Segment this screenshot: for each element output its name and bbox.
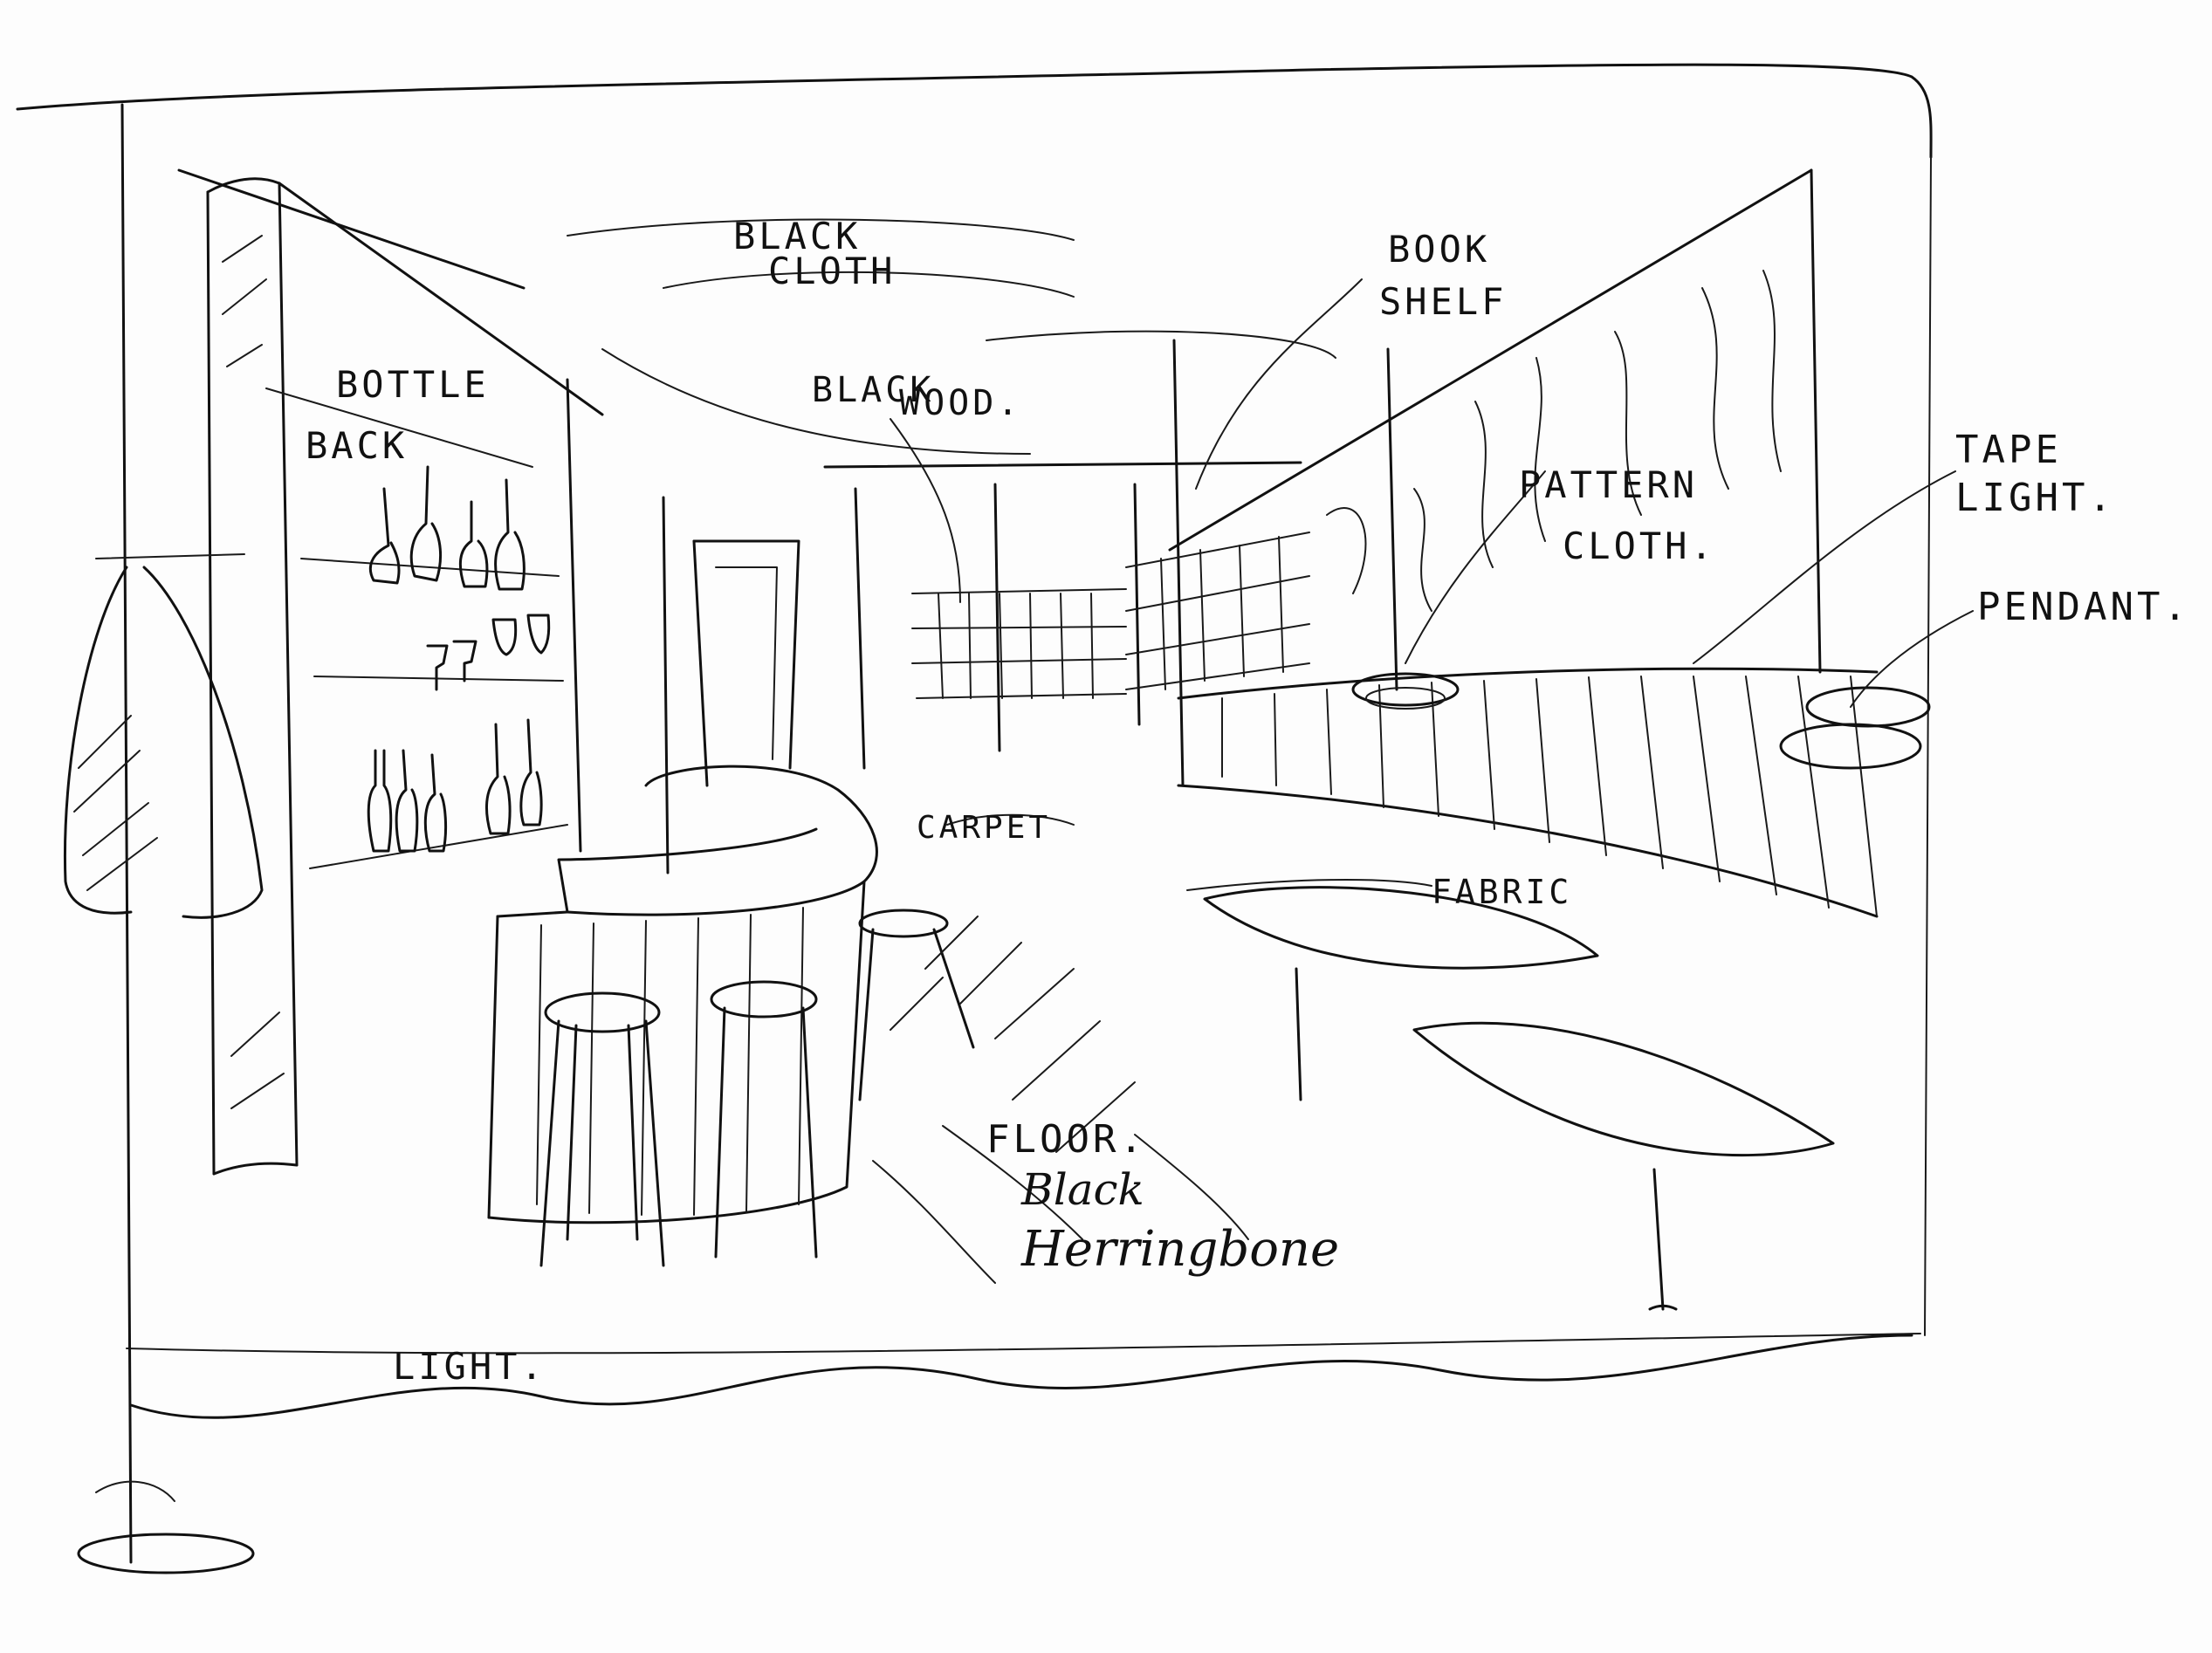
annotation-fabric: FABRIC [1432, 873, 1572, 911]
bottles-bottom-shelf [367, 718, 543, 853]
right-wall [1168, 168, 1822, 691]
label-black-cloth-2: CLOTH [768, 250, 896, 292]
label-book-shelf-2: SHELF [1379, 280, 1507, 323]
annotation-carpet: CARPET [917, 810, 1051, 846]
label-book-shelf-1: BOOK [1388, 228, 1490, 271]
leader-lines [890, 278, 1974, 891]
label-carpet: CARPET [917, 810, 1051, 846]
label-black-wood-1: BLACK [812, 370, 934, 410]
annotation-black-wood: BLACK WOOD. [812, 370, 1021, 423]
label-tape-light-1: TAPE [1955, 428, 2062, 472]
ceiling-swirls [567, 218, 1336, 455]
light-strip [129, 1334, 1913, 1419]
annotation-light: LIGHT. [393, 1345, 546, 1388]
annotation-pattern-cloth: PATTERN CLOTH. [1519, 463, 1716, 567]
label-pattern-cloth-2: CLOTH. [1563, 525, 1716, 567]
label-floor-3: Herringbone [1020, 1221, 1339, 1278]
label-pendant: PENDANT. [1977, 585, 2190, 629]
annotation-floor: FLOOR. Black Herringbone [986, 1117, 1339, 1278]
floor-herringbone [872, 916, 1249, 1284]
label-tape-light-2: LIGHT. [1955, 476, 2115, 520]
tables [1203, 886, 1835, 1311]
floor-lamp-base [77, 1480, 255, 1574]
label-bottle-back-2: BACK [306, 424, 408, 467]
sketch-frame [16, 63, 1933, 1564]
label-bottle-back-1: BOTTLE [336, 363, 490, 406]
bar-stools [539, 909, 975, 1267]
banquette-seating [1177, 667, 1879, 918]
pendant-lights [1351, 672, 1931, 770]
label-light: LIGHT. [393, 1345, 546, 1388]
annotation-book-shelf: BOOK SHELF [1379, 228, 1507, 323]
left-wall [206, 177, 604, 1176]
label-floor-2: Black [1020, 1164, 1144, 1215]
annotation-bottle-back: BOTTLE BACK [306, 363, 490, 467]
annotation-black-cloth: BLACK CLOTH [733, 215, 896, 292]
label-fabric: FABRIC [1432, 873, 1572, 911]
label-black-cloth-1: BLACK [733, 215, 861, 257]
label-pattern-cloth-1: PATTERN [1519, 463, 1698, 506]
bar-counter [487, 765, 878, 1224]
back-corridor [662, 339, 1302, 875]
annotation-pendant: PENDANT. [1977, 585, 2190, 629]
bottles-top-shelf [368, 465, 526, 591]
book-shelf [911, 532, 1310, 699]
label-floor-1: FLOOR. [986, 1117, 1146, 1162]
glasses-middle-shelf [426, 614, 551, 691]
annotation-tape-light: TAPE LIGHT. [1955, 428, 2115, 520]
label-black-wood-2: WOOD. [899, 383, 1021, 423]
wall-lamp-left [64, 553, 264, 919]
